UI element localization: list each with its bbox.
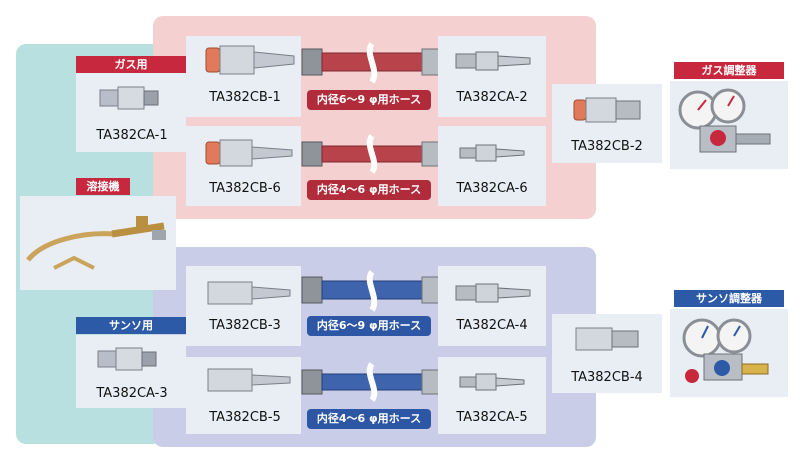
part-card-ca6 [438,126,546,206]
part-card-cb3 [186,266,301,346]
plug-cb3-icon [207,281,291,305]
plug-cb6-icon [205,139,293,167]
part-card-cb4-right [552,314,662,393]
part-card-ca1 [76,73,186,152]
plug-ca6-icon [459,144,525,162]
part-card-ca4 [438,266,546,346]
part-label-ca2: TA382CA-2 [456,90,528,105]
part-label-cb6: TA382CB-6 [209,181,281,196]
part-card-cb2-right [552,84,662,163]
plug-cb4-icon [575,327,639,351]
part-label-cb3: TA382CB-3 [209,318,281,333]
oxygen-hose-large-label: 内径6～9 φ用ホース [307,316,431,336]
part-label-ca3: TA382CA-3 [96,386,168,401]
part-label-cb5: TA382CB-5 [209,410,281,425]
gas-regulator-tag: ガス調整器 [674,62,784,79]
oxygen-tag: サンソ用 [76,317,186,334]
part-label-ca5: TA382CA-5 [456,410,528,425]
welder-card [20,196,176,290]
part-card-ca2 [438,36,546,117]
oxygen-hose-small-icon [301,362,441,402]
oxygen-hose-small-label: 内径4～6 φ用ホース [307,409,431,429]
gas-tag: ガス用 [76,56,186,73]
welder-tag: 溶接機 [76,178,130,195]
socket-ca1-icon [99,86,159,110]
plug-ca2-icon [455,51,531,71]
plug-cb1-icon [205,45,295,75]
part-card-ca3 [76,335,186,408]
gas-hose-small-icon [301,134,441,174]
gas-regulator-icon [678,88,771,153]
part-label-cb1: TA382CB-1 [209,90,281,105]
gas-hose-small-label: 内径4～6 φ用ホース [307,180,431,200]
gas-hose-large-label: 内径6～9 φ用ホース [307,90,431,110]
part-label-cb4-right: TA382CB-4 [571,370,643,385]
part-label-ca6: TA382CA-6 [456,181,528,196]
socket-ca3-icon [97,347,157,371]
plug-cb5-icon [207,368,291,392]
part-label-ca4: TA382CA-4 [456,318,528,333]
gas-hose-large-icon [301,42,441,84]
plug-ca5-icon [459,373,525,391]
part-label-cb2-right: TA382CB-2 [571,139,643,154]
oxygen-regulator-icon [682,318,769,383]
oxygen-hose-large-icon [301,270,441,312]
oxygen-regulator-tag: サンソ調整器 [674,290,784,307]
plug-ca4-icon [455,283,531,303]
plug-cb2-icon [573,97,641,123]
welding-torch-icon [26,216,166,270]
part-card-ca5 [438,357,546,434]
part-label-ca1: TA382CA-1 [96,128,168,143]
